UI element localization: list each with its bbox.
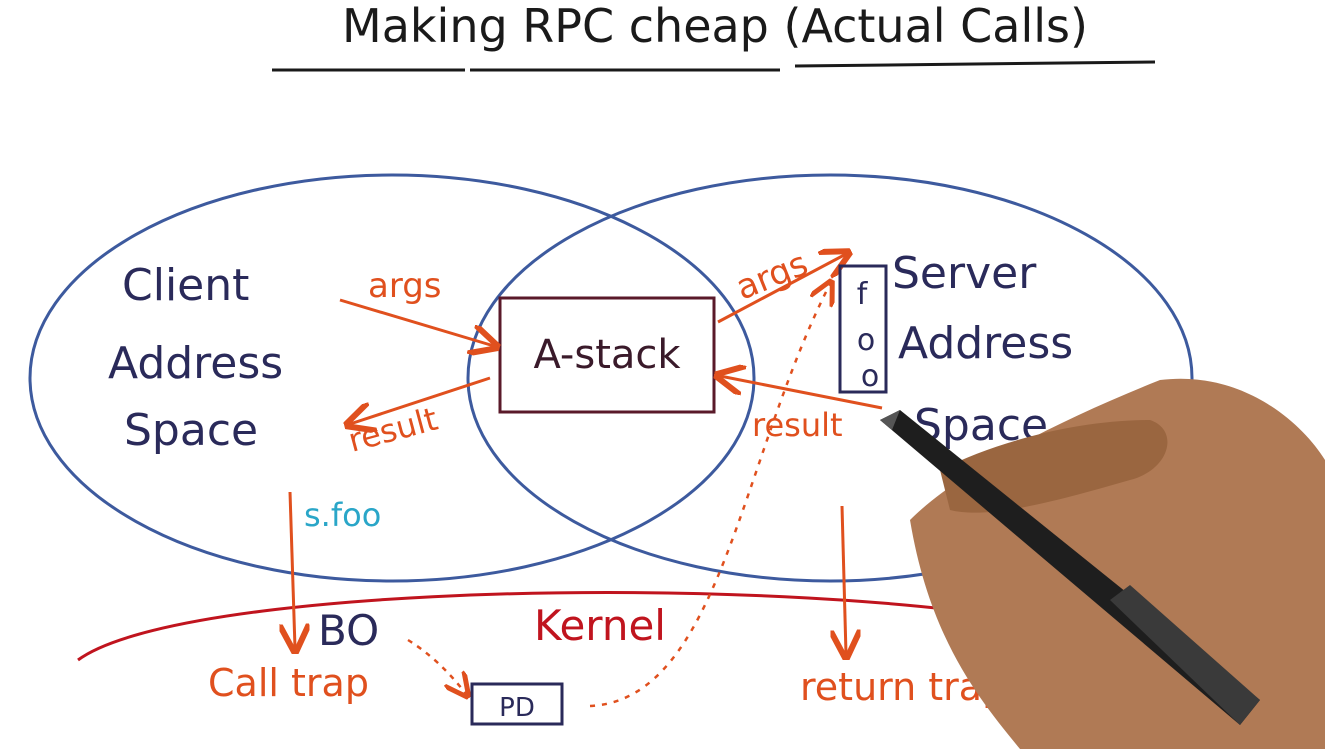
server-result-arrow [720,376,883,410]
client-label-line-2: Address [108,338,283,389]
a-stack-label: A-stack [533,332,681,378]
foo-procedure-box [838,264,888,394]
server-args-arrow [717,254,846,324]
s-foo-label: s.foo [304,496,381,534]
foo-letters: f o o [857,277,879,394]
call-trap-label: Call trap [208,661,369,705]
client-label-line-3: Space [124,405,258,456]
client-result-arrow [350,376,491,424]
client-address-space-label: Client Address Space [108,260,283,456]
client-args-arrow [339,298,494,346]
procedure-descriptor-label: PD [499,693,535,723]
title-underlines [272,60,1156,72]
return-down-arrow [842,505,846,654]
foo-letter-1: f [857,277,869,312]
call-down-arrow [290,491,295,648]
server-label-line-1: Server [892,248,1037,299]
client-address-space-ellipse [28,173,756,583]
server-result-label: result [752,406,843,444]
server-address-space-ellipse [466,173,1194,583]
kernel-label: Kernel [534,601,666,650]
page-title: Making RPC cheap (Actual Calls) [342,0,1088,53]
foo-letter-2: o [857,323,875,358]
foo-letter-3: o [861,359,879,394]
client-label-line-1: Client [122,260,249,311]
binding-object-label: BO [318,606,379,655]
pd-to-foo-dotted-arrow [589,284,830,708]
hand-with-pen-illustration [880,378,1325,749]
bo-to-pd-dotted-arrow [407,638,466,694]
procedure-descriptor-box [470,682,564,726]
client-args-label: args [368,266,442,306]
server-args-label: args [730,244,813,309]
server-label-line-2: Address [898,318,1073,369]
server-address-space-label: Server Address Space [892,248,1073,451]
